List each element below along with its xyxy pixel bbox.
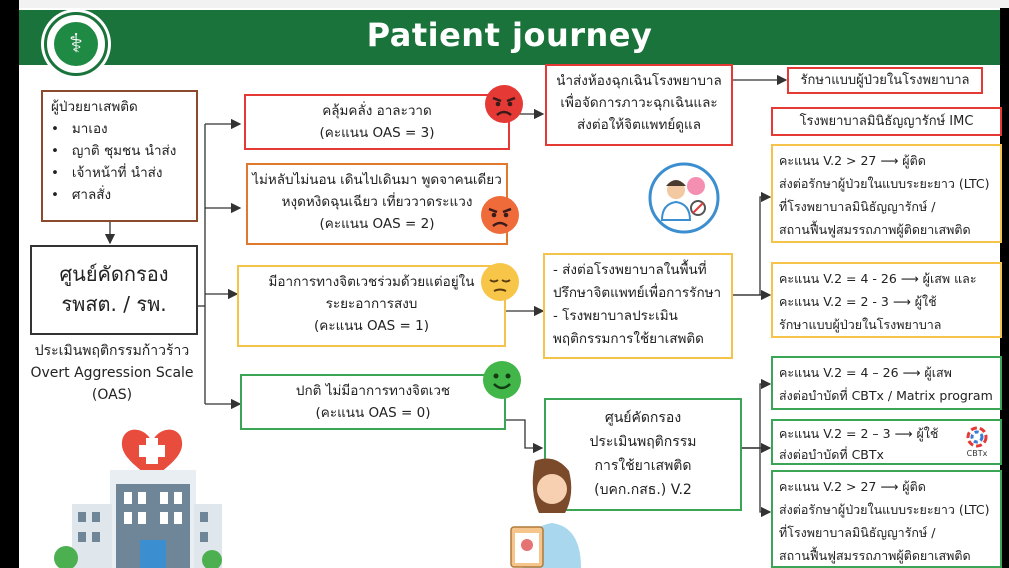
screening-v2-line: (บคก.กสธ.) V.2 xyxy=(594,482,692,498)
emergency-box: นำส่งห้องฉุกเฉินโรงพยาบาล เพื่อจัดการภาว… xyxy=(545,64,733,146)
oas2-box: ไม่หลับไม่นอน เดินไปเดินมา พูดจาคนเดียว … xyxy=(246,163,508,245)
refer-local-line: - ส่งต่อโรงพยาบาลในพื้นที่ xyxy=(553,262,707,278)
oas1-score: (คะแนน OAS = 1) xyxy=(314,318,429,334)
page-title: Patient journey xyxy=(366,16,653,54)
route-line: สถานฟื้นฟูสมรรถภาพผู้ติดยาเสพติด xyxy=(779,548,971,563)
screening-center-level: รพสต. / รพ. xyxy=(61,292,167,316)
oas2-description: หงุดหงิดฉุนเฉียว เที่ยววาดระแวง xyxy=(281,194,473,210)
route-cbtx-matrix-box: คะแนน V.2 = 4 – 26 ⟶ ผู้เสพ ส่งต่อบำบัดท… xyxy=(771,356,1002,410)
route-line: คะแนน V.2 > 27 ⟶ ผู้ติด xyxy=(779,479,926,494)
route-line: ส่งต่อบำบัดที่ CBTx / Matrix program xyxy=(779,388,993,403)
imc-box: โรงพยาบาลมินิธัญญารักษ์ IMC xyxy=(771,107,1002,136)
cbtx-badge: CBTx xyxy=(967,449,988,458)
inpatient-box: รักษาแบบผู้ป่วยในโรงพยาบาล xyxy=(787,67,983,94)
route-line: คะแนน V.2 = 2 - 3 ⟶ ผู้ใช้ xyxy=(779,294,937,309)
right-border xyxy=(1000,8,1009,568)
screening-v2-line: การใช้ยาเสพติด xyxy=(594,458,692,474)
nurse-illustration xyxy=(510,458,581,568)
refer-local-line: - โรงพยาบาลประเมิน xyxy=(553,308,678,324)
oas3-score: (คะแนน OAS = 3) xyxy=(319,125,435,141)
oas2-description: ไม่หลับไม่นอน เดินไปเดินมา พูดจาคนเดียว xyxy=(252,172,502,188)
oas1-description: มีอาการทางจิตเวชร่วมด้วยแต่อยู่ใน xyxy=(268,274,475,290)
ministry-logo: ⚕ xyxy=(44,12,108,76)
smiley-face-icon xyxy=(483,361,521,399)
intake-heading: ผู้ป่วยยาเสพติด xyxy=(51,99,138,115)
emergency-line: ส่งต่อให้จิตแพทย์ดูแล xyxy=(576,117,702,133)
screening-v2-line: ประเมินพฤติกรรม xyxy=(589,434,697,450)
route-line: คะแนน V.2 = 2 – 3 ⟶ ผู้ใช้ xyxy=(779,426,939,441)
top-strip xyxy=(19,0,1009,9)
route-line: รักษาแบบผู้ป่วยในโรงพยาบาล xyxy=(779,317,942,332)
screening-v2-box: ศูนย์คัดกรอง ประเมินพฤติกรรม การใช้ยาเสพ… xyxy=(544,398,742,511)
inpatient-label: รักษาแบบผู้ป่วยในโรงพยาบาล xyxy=(800,73,970,88)
assessment-line: Overt Aggression Scale xyxy=(30,365,194,381)
oas2-score: (คะแนน OAS = 2) xyxy=(319,216,435,232)
route-line: ที่โรงพยาบาลมินิธัญญารักษ์ / xyxy=(779,199,936,214)
emergency-line: นำส่งห้องฉุกเฉินโรงพยาบาล xyxy=(556,73,722,89)
screening-v2-line: ศูนย์คัดกรอง xyxy=(604,410,682,426)
route-ltc-box: คะแนน V.2 > 27 ⟶ ผู้ติด ส่งต่อรักษาผู้ป่… xyxy=(771,144,1002,243)
intake-item: • เจ้าหน้าที่ นำส่ง xyxy=(51,165,163,181)
route-cbtx-box: คะแนน V.2 = 2 – 3 ⟶ ผู้ใช้ ส่งต่อบำบัดที… xyxy=(771,419,1002,465)
imc-label: โรงพยาบาลมินิธัญญารักษ์ IMC xyxy=(799,114,974,129)
cbtx-logo-icon: CBTx xyxy=(966,426,988,458)
screening-center-box: ศูนย์คัดกรอง รพสต. / รพ. xyxy=(30,245,198,335)
oas1-box: มีอาการทางจิตเวชร่วมด้วยแต่อยู่ใน ระยะอา… xyxy=(237,265,506,347)
oas3-description: คลุ้มคลั่ง อาละวาด xyxy=(322,103,432,119)
oas1-description: ระยะอาการสงบ xyxy=(325,296,418,312)
psychiatrist-icon xyxy=(648,162,720,234)
route-ltc2-box: คะแนน V.2 > 27 ⟶ ผู้ติด ส่งต่อรักษาผู้ป่… xyxy=(771,470,1002,568)
angry-face-icon xyxy=(485,85,523,123)
oas3-box: คลุ้มคลั่ง อาละวาด (คะแนน OAS = 3) xyxy=(244,94,510,150)
caduceus-icon: ⚕ xyxy=(54,22,98,66)
intake-item: • มาเอง xyxy=(51,121,108,137)
oas0-box: ปกติ ไม่มีอาการทางจิตเวช (คะแนน OAS = 0) xyxy=(240,374,506,430)
refer-local-box: - ส่งต่อโรงพยาบาลในพื้นที่ ปรึกษาจิตแพทย… xyxy=(543,253,733,359)
hospital-illustration xyxy=(54,429,222,568)
assessment-label: ประเมินพฤติกรรมก้าวร้าว Overt Aggression… xyxy=(22,340,202,410)
intake-box: ผู้ป่วยยาเสพติด • มาเอง • ญาติ ชุมชน นำส… xyxy=(41,90,198,222)
route-line: ส่งต่อรักษาผู้ป่วยในแบบระยะยาว (LTC) xyxy=(779,176,990,191)
assessment-line: ประเมินพฤติกรรมก้าวร้าว xyxy=(34,343,190,359)
route-line: ส่งต่อบำบัดที่ CBTx xyxy=(779,447,884,462)
route-line: ส่งต่อรักษาผู้ป่วยในแบบระยะยาว (LTC) xyxy=(779,502,990,517)
route-line: ที่โรงพยาบาลมินิธัญญารักษ์ / xyxy=(779,525,936,540)
route-inpatient-box: คะแนน V.2 = 4 - 26 ⟶ ผู้เสพ และ คะแนน V.… xyxy=(771,262,1002,338)
refer-local-line: พฤติกรรมการใช้ยาเสพติด xyxy=(553,331,704,347)
route-line: คะแนน V.2 = 4 - 26 ⟶ ผู้เสพ และ xyxy=(779,271,977,286)
route-line: คะแนน V.2 > 27 ⟶ ผู้ติด xyxy=(779,153,926,168)
emergency-line: เพื่อจัดการภาวะฉุกเฉินและ xyxy=(560,95,718,111)
angry-face-icon xyxy=(481,196,519,234)
intake-item: • ญาติ ชุมชน นำส่ง xyxy=(51,143,177,159)
route-line: สถานฟื้นฟูสมรรถภาพผู้ติดยาเสพติด xyxy=(779,222,971,237)
route-line: คะแนน V.2 = 4 – 26 ⟶ ผู้เสพ xyxy=(779,365,952,380)
screening-center-name: ศูนย์คัดกรอง xyxy=(59,262,169,286)
title-banner: Patient journey xyxy=(19,10,1000,65)
oas0-description: ปกติ ไม่มีอาการทางจิตเวช xyxy=(295,383,451,399)
assessment-line: (OAS) xyxy=(91,387,133,403)
worried-face-icon xyxy=(481,263,519,301)
refer-local-line: ปรึกษาจิตแพทย์เพื่อการรักษา xyxy=(553,285,722,301)
intake-item: • ศาลสั่ง xyxy=(51,187,112,203)
oas0-score: (คะแนน OAS = 0) xyxy=(315,405,431,421)
